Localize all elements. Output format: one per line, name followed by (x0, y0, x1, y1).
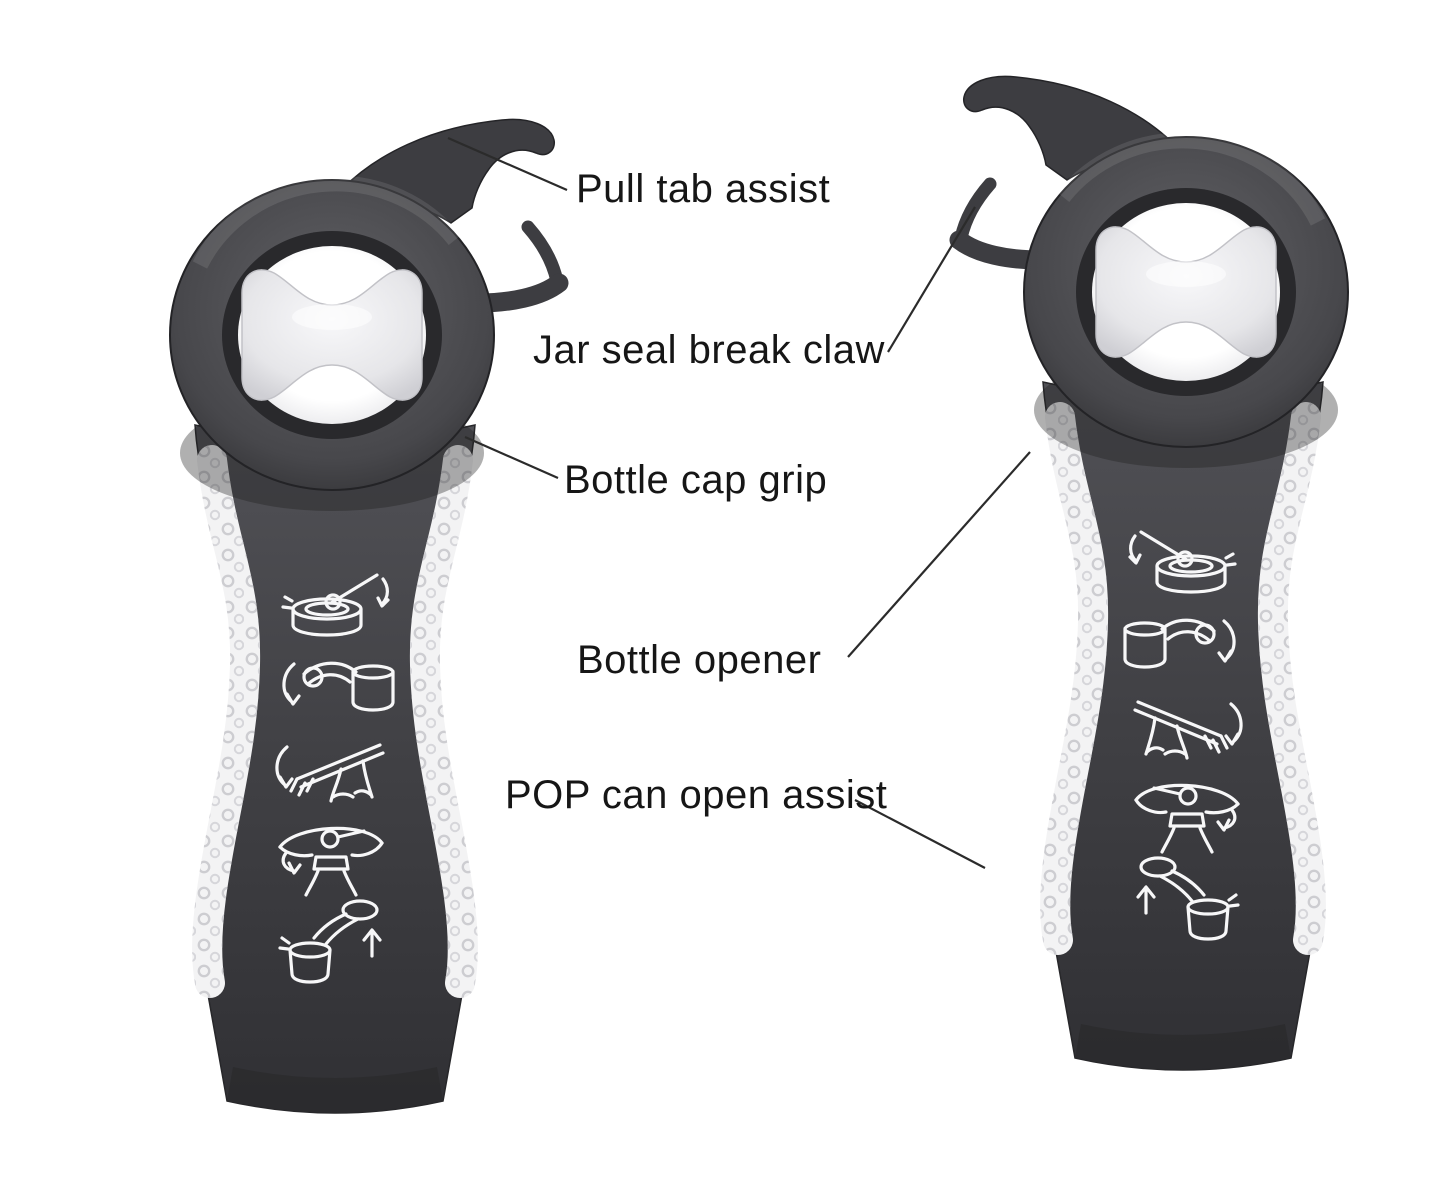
opener-back-view (948, 62, 1418, 1072)
label-pull-tab-assist: Pull tab assist (576, 167, 831, 211)
label-pop-can-open-assist: POP can open assist (505, 773, 888, 817)
opener-front-view (100, 105, 570, 1115)
label-bottle-opener: Bottle opener (577, 638, 822, 682)
label-jar-seal-break-claw: Jar seal break claw (533, 328, 885, 372)
label-bottle-cap-grip: Bottle cap grip (564, 458, 828, 502)
